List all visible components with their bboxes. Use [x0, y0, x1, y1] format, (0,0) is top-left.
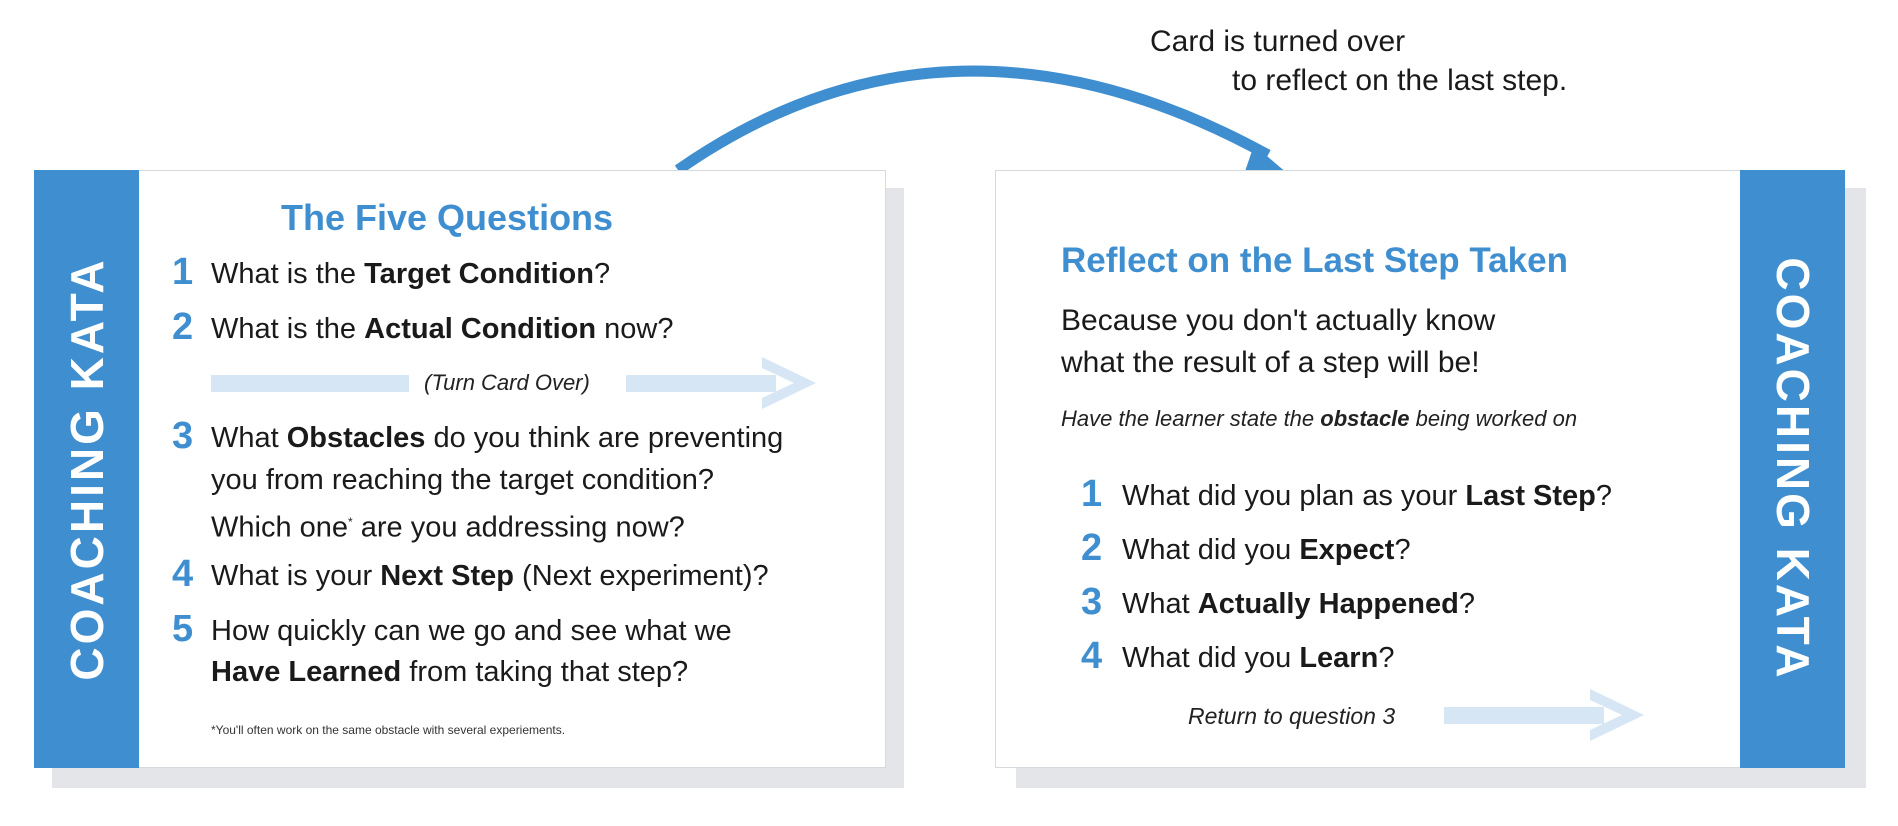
r4-text: What did you Learn?	[1122, 642, 1395, 674]
return-arrow-tip	[1590, 689, 1644, 741]
five-questions-title: The Five Questions	[281, 197, 614, 238]
turn-over-arrow-curve	[674, 65, 1271, 175]
q5-text-line2: Have Learned from taking that step?	[211, 656, 689, 688]
flow-caption-line1: Card is turned over	[1150, 25, 1406, 58]
turn-over-line-left	[211, 375, 409, 392]
left-coaching-kata-band: COACHING KATA	[34, 170, 139, 768]
intro-line2: what the result of a step will be!	[1061, 346, 1480, 379]
r1-text: What did you plan as your Last Step?	[1122, 480, 1613, 512]
turn-card-over-label: (Turn Card Over)	[424, 370, 590, 395]
q3-text-line3: Which one* are you addressing now?	[211, 511, 685, 544]
turn-over-arrow-tip	[762, 357, 816, 409]
r2-text: What did you Expect?	[1122, 534, 1411, 566]
return-arrow	[1444, 689, 1644, 741]
r4-number: 4	[1081, 635, 1103, 677]
q3-number: 3	[172, 415, 194, 457]
right-coaching-kata-band: COACHING KATA	[1740, 170, 1845, 768]
learner-instruction: Have the learner state the obstacle bein…	[1061, 406, 1578, 431]
q2-number: 2	[172, 306, 194, 348]
r1-number: 1	[1081, 473, 1103, 515]
q1-text: What is the Target Condition?	[211, 258, 611, 290]
q1-number: 1	[172, 251, 194, 293]
r3-text: What Actually Happened?	[1122, 588, 1475, 620]
r2-number: 2	[1081, 527, 1103, 569]
turn-over-arrow-shaft	[626, 375, 776, 392]
intro-line1: Because you don't actually know	[1061, 304, 1496, 337]
return-to-question-label: Return to question 3	[1188, 703, 1396, 729]
reflect-card	[995, 170, 1845, 768]
turn-over-arrow-right	[626, 357, 816, 409]
right-band-label: COACHING KATA	[1766, 257, 1819, 681]
q5-number: 5	[172, 608, 194, 650]
flow-caption-line2: to reflect on the last step.	[1232, 64, 1568, 97]
q2-text: What is the Actual Condition now?	[211, 313, 674, 345]
q5-text-line1: How quickly can we go and see what we	[211, 615, 732, 647]
q4-number: 4	[172, 553, 194, 595]
reflect-title: Reflect on the Last Step Taken	[1061, 241, 1568, 280]
footnote: *You'll often work on the same obstacle …	[211, 723, 566, 737]
r3-number: 3	[1081, 581, 1103, 623]
q3-text-line1: What Obstacles do you think are preventi…	[211, 422, 784, 454]
return-arrow-shaft	[1444, 707, 1604, 724]
left-band-label: COACHING KATA	[60, 257, 113, 681]
q3-text-line2: you from reaching the target condition?	[211, 464, 714, 496]
q4-text: What is your Next Step (Next experiment)…	[211, 560, 769, 592]
